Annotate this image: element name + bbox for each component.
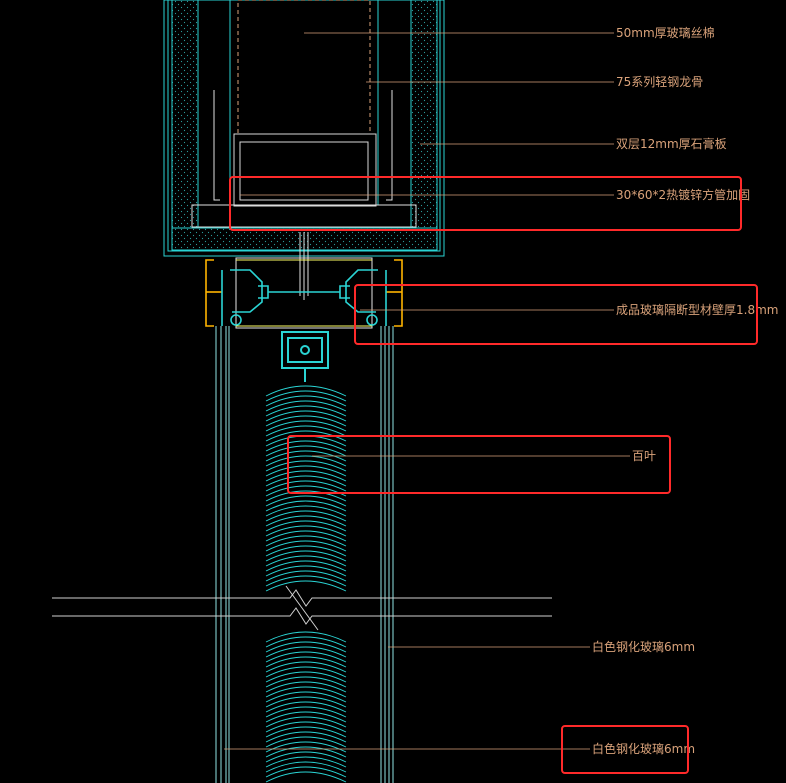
louver-blade	[265, 656, 347, 668]
wall-outline	[163, 0, 445, 257]
louver-blade	[265, 721, 347, 733]
louver-blade	[265, 631, 347, 643]
louver-blade	[265, 661, 347, 673]
louver-blade	[265, 480, 347, 492]
louver-blade	[265, 560, 347, 572]
louver-blade	[265, 761, 347, 773]
label-glass-bottom: 白色钢化玻璃6mm	[592, 741, 695, 756]
louver-blade	[265, 515, 347, 527]
louver-blade	[265, 530, 347, 542]
louver-blade	[265, 440, 347, 452]
louver-blade	[265, 575, 347, 587]
label-louver: 百叶	[632, 449, 656, 463]
louver-blade	[265, 550, 347, 562]
louver-blade	[265, 726, 347, 738]
louver-blade	[265, 731, 347, 743]
label-glass-wool: 50mm厚玻璃丝棉	[616, 26, 715, 40]
louver-blade	[265, 425, 347, 437]
louver-blade	[265, 736, 347, 748]
label-profile: 成品玻璃隔断型材壁厚1.8mm	[616, 302, 778, 317]
louver-blade	[265, 470, 347, 482]
louver-blade	[265, 545, 347, 557]
leader-lines	[224, 32, 630, 750]
louver-blade	[265, 500, 347, 512]
louver-blade	[265, 495, 347, 507]
louver-blade	[265, 676, 347, 688]
highlight-profile	[354, 284, 758, 345]
louver-blade	[265, 746, 347, 758]
louver-blade	[265, 666, 347, 678]
louver-blade	[265, 420, 347, 432]
highlight-square-tube	[229, 176, 742, 231]
highlight-boxes	[229, 176, 758, 774]
louver-blade	[265, 400, 347, 412]
louver-blade	[265, 646, 347, 658]
louver-blade	[265, 696, 347, 708]
louver-blade	[265, 706, 347, 718]
louver-blade	[265, 711, 347, 723]
louver-blade	[265, 445, 347, 457]
glass-partition-profile	[205, 257, 403, 329]
gypsum-board-left	[171, 0, 199, 229]
label-gypsum-board: 双层12mm厚石膏板	[616, 136, 727, 151]
louver-blade	[265, 520, 347, 532]
louver-blade	[265, 580, 347, 592]
louver-blade	[265, 756, 347, 768]
louver-blade	[265, 455, 347, 467]
fixing-screw	[299, 232, 309, 300]
louver-blade	[265, 651, 347, 663]
louver-blade	[265, 475, 347, 487]
label-steel-keel: 75系列轻钢龙骨	[616, 75, 703, 89]
label-glass-right: 白色钢化玻璃6mm	[592, 639, 695, 654]
louver-blade	[265, 535, 347, 547]
highlight-louver	[287, 435, 671, 494]
louver-blade	[265, 490, 347, 502]
louver-blade	[265, 540, 347, 552]
louver-blade	[265, 751, 347, 763]
louver-blade	[265, 691, 347, 703]
square-tube	[233, 133, 377, 207]
louver-blade	[265, 570, 347, 582]
louver-blade	[265, 410, 347, 422]
louver-blade	[265, 686, 347, 698]
gypsum-board-right	[410, 0, 438, 229]
louver-blade	[265, 565, 347, 577]
louver-blade	[265, 450, 347, 462]
louver-blade	[265, 405, 347, 417]
louver-blade	[265, 385, 347, 397]
louver-blade	[265, 395, 347, 407]
louver-blade	[265, 555, 347, 567]
louver-blade	[265, 525, 347, 537]
glass-panes	[215, 326, 394, 783]
louver-blade	[265, 681, 347, 693]
louver-blade	[265, 465, 347, 477]
louver-blade	[265, 671, 347, 683]
wall-assembly	[163, 0, 445, 300]
louver-blade	[265, 510, 347, 522]
louver-blade	[265, 636, 347, 648]
louver-pivot	[281, 331, 329, 382]
louver-blade	[265, 701, 347, 713]
louver-blade	[265, 460, 347, 472]
highlight-glass-bottom	[561, 725, 689, 774]
louver-blade	[265, 390, 347, 402]
break-line	[52, 585, 552, 631]
louver-blade	[265, 766, 347, 778]
louver-blade	[265, 415, 347, 427]
louver-blade	[265, 505, 347, 517]
louver-blade	[265, 430, 347, 442]
louver-blade	[265, 741, 347, 753]
louver-blade	[265, 716, 347, 728]
label-square-tube: 30*60*2热镀锌方管加固	[616, 187, 750, 202]
louver-blades	[265, 385, 347, 783]
louver-blade	[265, 641, 347, 653]
steel-keel	[237, 0, 371, 135]
louver-blade	[265, 771, 347, 783]
